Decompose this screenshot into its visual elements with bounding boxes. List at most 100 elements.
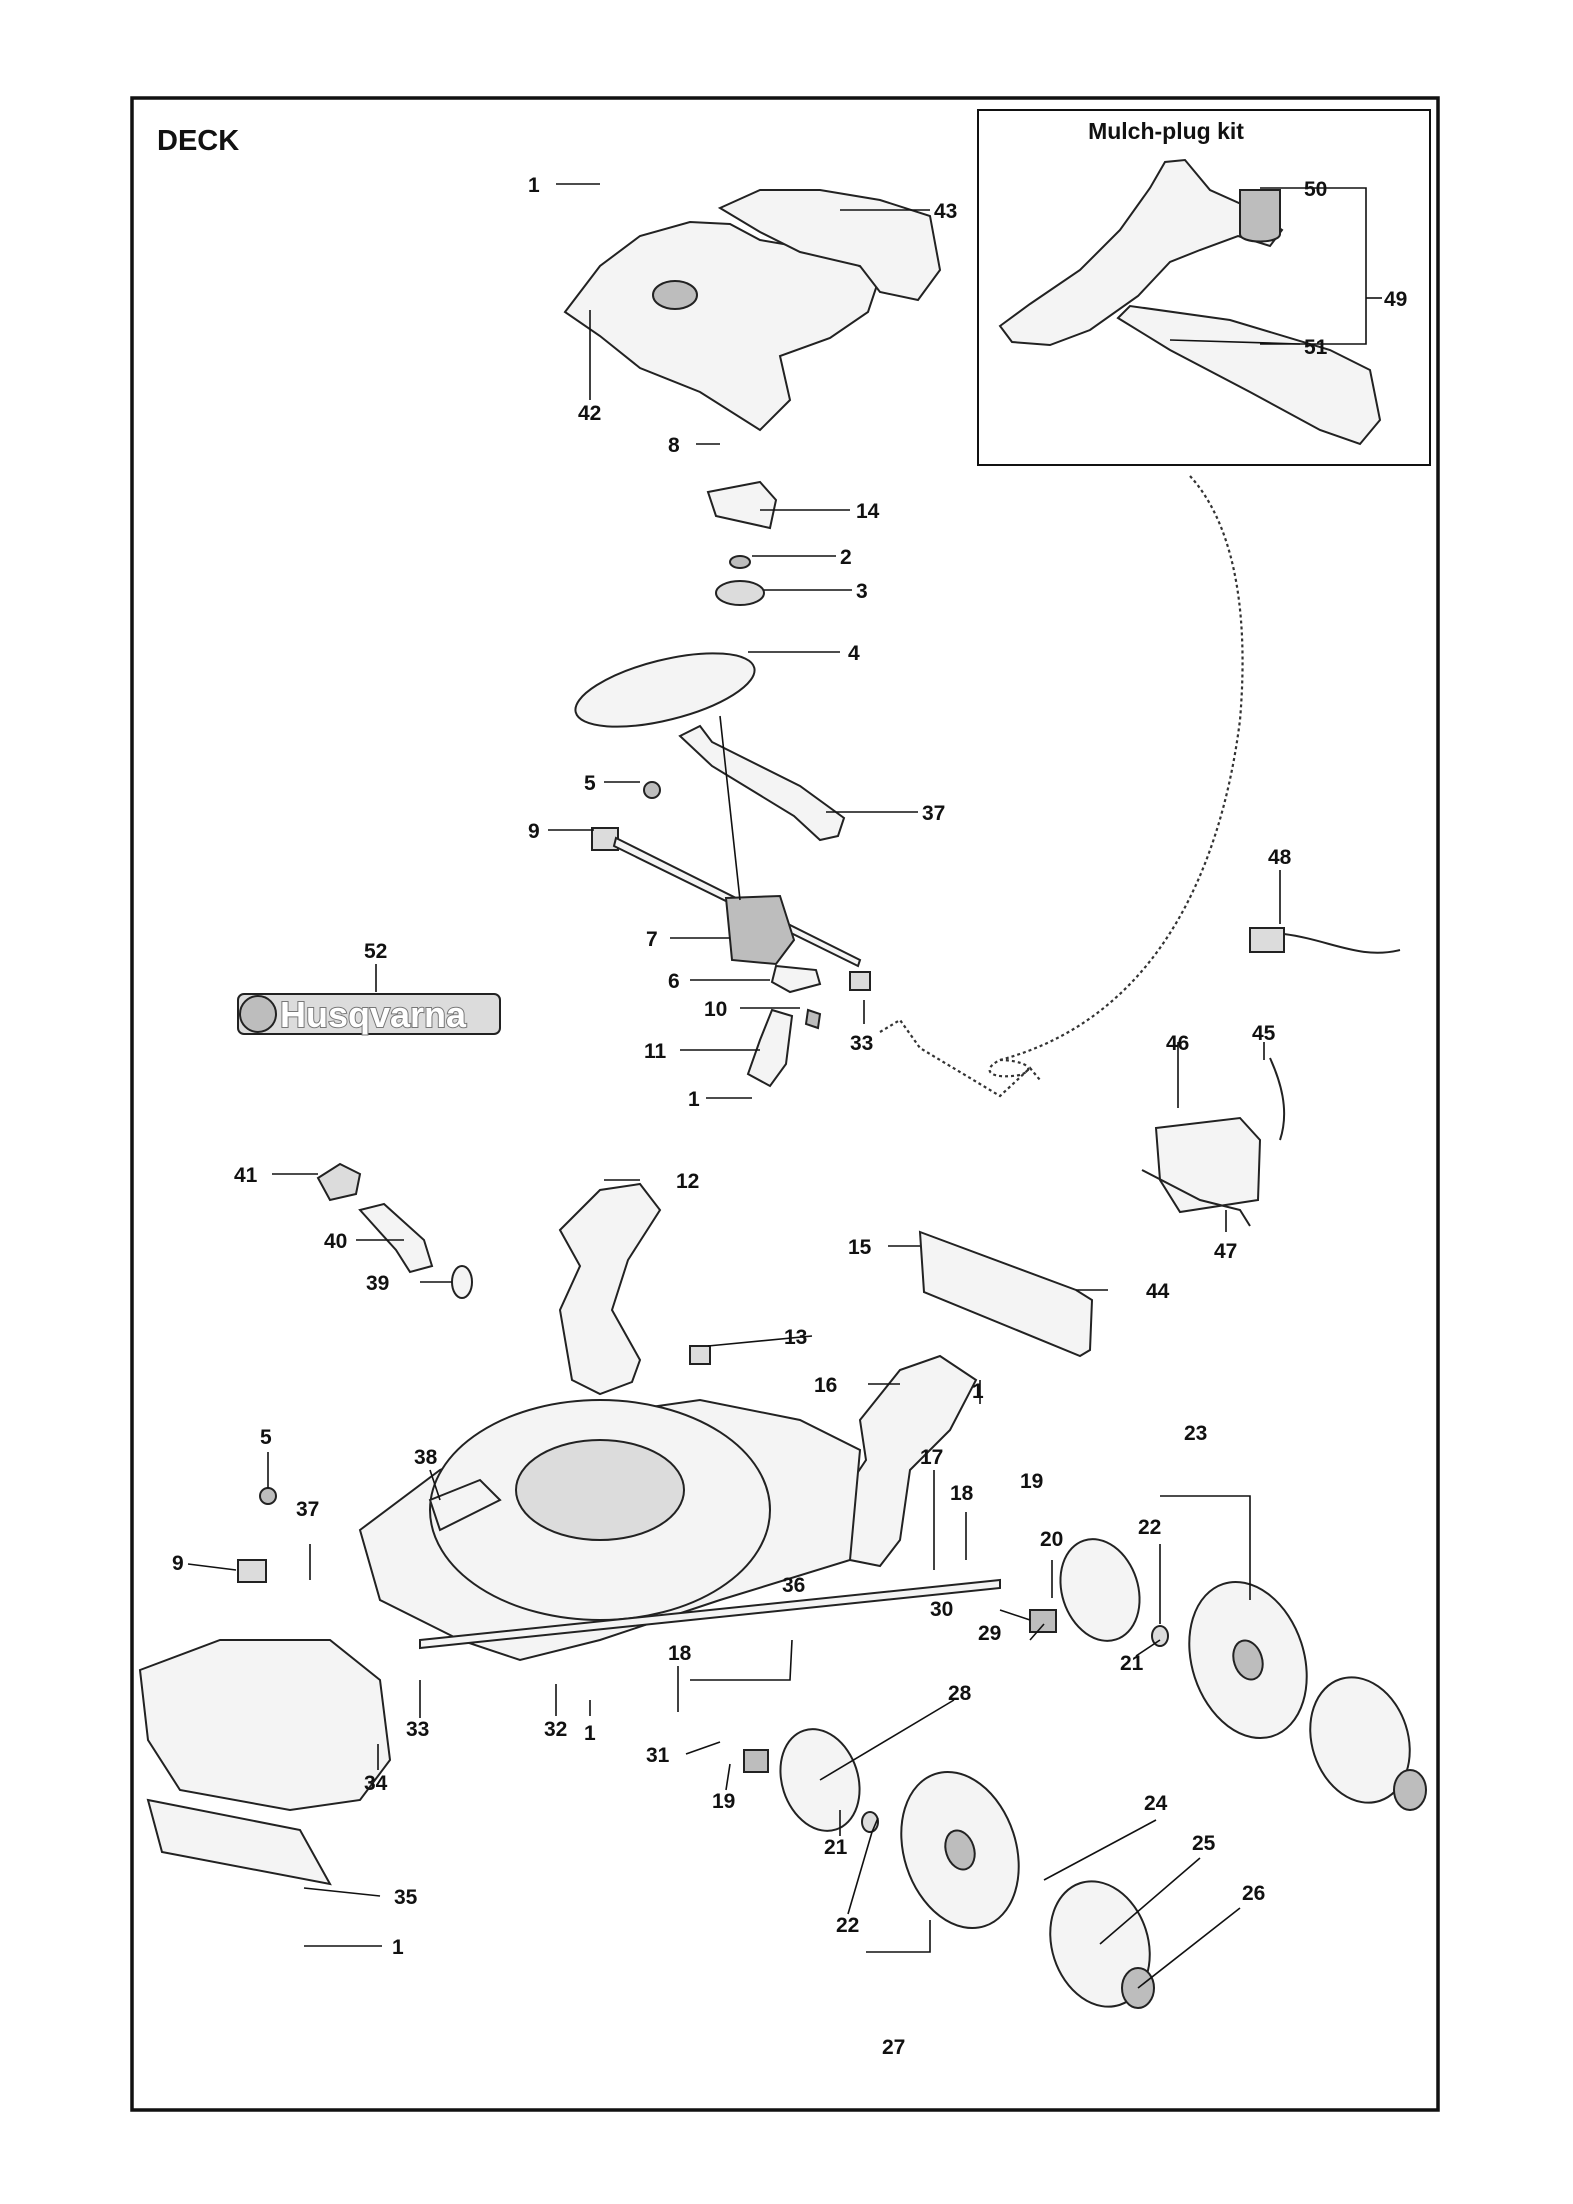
callout-1-b: 1 xyxy=(688,1088,700,1111)
callout-1-c: 1 xyxy=(972,1380,984,1403)
gearbox xyxy=(724,894,796,966)
control-cable xyxy=(988,475,1244,1078)
decal-plate xyxy=(237,993,501,1035)
battery-box xyxy=(1154,1116,1262,1214)
rear-flap xyxy=(146,1798,332,1886)
lever-arm xyxy=(746,1008,794,1088)
callout-51: 51 xyxy=(1304,336,1328,359)
battery-bracket xyxy=(1141,1169,1251,1227)
bushing-lower xyxy=(237,1559,267,1583)
callout-7: 7 xyxy=(646,928,658,951)
callout-18: 18 xyxy=(950,1482,974,1505)
callout-8: 8 xyxy=(668,434,680,457)
cable-lower xyxy=(879,1018,1041,1098)
callout-4: 4 xyxy=(848,642,860,665)
height-lever xyxy=(358,1202,434,1274)
callout-29: 29 xyxy=(978,1622,1001,1645)
callout-5-b: 5 xyxy=(260,1426,272,1449)
knob xyxy=(316,1162,362,1202)
callout-3: 3 xyxy=(856,580,868,603)
washer-upper xyxy=(1151,1625,1169,1647)
callout-24: 24 xyxy=(1144,1792,1168,1815)
callout-36: 36 xyxy=(782,1574,805,1597)
pulley xyxy=(715,580,765,606)
inset-frame xyxy=(977,109,1431,466)
callout-31: 31 xyxy=(646,1744,670,1767)
callout-47: 47 xyxy=(1214,1240,1237,1263)
callout-46: 46 xyxy=(1166,1032,1189,1055)
mulch-flap xyxy=(428,1478,502,1532)
leader-lines xyxy=(187,183,1382,1989)
callout-12: 12 xyxy=(676,1170,699,1193)
lever-ring xyxy=(451,1265,473,1299)
callout-17: 17 xyxy=(920,1446,943,1469)
bushing-upper xyxy=(591,827,619,851)
wheels xyxy=(743,1538,1427,2009)
callout-37: 37 xyxy=(922,802,945,825)
callout-28: 28 xyxy=(948,1682,972,1705)
decal-emblem-icon xyxy=(239,995,277,1033)
gearbox-bracket xyxy=(770,964,822,994)
callout-34: 34 xyxy=(364,1772,388,1795)
handle-parts xyxy=(316,1162,1094,1568)
callout-45: 45 xyxy=(1252,1022,1276,1045)
spring-small xyxy=(804,1008,822,1030)
callout-25: 25 xyxy=(1192,1832,1216,1855)
callout-22-b: 22 xyxy=(836,1914,859,1937)
callout-49: 49 xyxy=(1384,288,1407,311)
top-cover xyxy=(563,220,882,432)
callout-1: 1 xyxy=(528,174,540,197)
callout-52: 52 xyxy=(364,940,387,963)
callout-18-b: 18 xyxy=(668,1642,692,1665)
top-cover-assembly xyxy=(563,189,942,432)
husqvarna-decal: Husqvarna xyxy=(237,993,501,1036)
axle-lower xyxy=(419,1578,1001,1650)
callout-15: 15 xyxy=(848,1236,872,1259)
rear-guard xyxy=(138,1639,392,1812)
callout-23: 23 xyxy=(1184,1422,1207,1445)
callout-9: 9 xyxy=(528,820,540,843)
callout-33: 33 xyxy=(850,1032,873,1055)
height-adjuster-left xyxy=(558,1182,662,1396)
spring-upper xyxy=(643,781,661,799)
connector-wire xyxy=(1283,933,1401,954)
callout-labels: 1 43 42 50 49 51 8 14 2 3 4 5 37 9 48 52… xyxy=(172,174,1407,2059)
callout-13: 13 xyxy=(784,1326,807,1349)
inset-title: Mulch-plug kit xyxy=(1088,118,1244,144)
deck-body xyxy=(138,1398,1001,1886)
wheel-gear-upper xyxy=(1029,1609,1057,1633)
callout-10: 10 xyxy=(704,998,727,1021)
mulch-plug xyxy=(998,158,1284,347)
callout-32: 32 xyxy=(544,1718,567,1741)
callout-35: 35 xyxy=(394,1886,418,1909)
callout-19-b: 19 xyxy=(712,1790,735,1813)
page-title: DECK xyxy=(157,125,239,157)
callout-48: 48 xyxy=(1268,846,1292,869)
callout-19: 19 xyxy=(1020,1470,1043,1493)
page-frame xyxy=(130,96,1440,2112)
rear-bracket xyxy=(918,1230,1094,1358)
callout-44: 44 xyxy=(1146,1280,1170,1303)
callout-9-b: 9 xyxy=(172,1552,184,1575)
adjuster-nut xyxy=(689,1345,711,1365)
callout-42: 42 xyxy=(578,402,601,425)
drive-components xyxy=(574,480,871,1088)
wheel-lower-hub xyxy=(944,1829,976,1871)
callout-39: 39 xyxy=(366,1272,389,1295)
hubcap-upper xyxy=(1309,1676,1411,1804)
callout-14: 14 xyxy=(856,500,880,523)
mulch-plug-kit-inset: Mulch-plug kit xyxy=(977,109,1431,466)
bracket xyxy=(706,480,778,530)
callout-40: 40 xyxy=(324,1230,347,1253)
drive-belt xyxy=(574,652,756,728)
gear-cover-upper xyxy=(1059,1538,1141,1642)
callout-43: 43 xyxy=(934,200,957,223)
drive-arm xyxy=(678,724,846,842)
nut-upper xyxy=(849,971,871,991)
callout-16: 16 xyxy=(814,1374,837,1397)
battery-connector xyxy=(1249,927,1285,953)
callout-26: 26 xyxy=(1242,1882,1265,1905)
cable-assembly xyxy=(879,475,1401,1227)
blade xyxy=(1116,304,1382,446)
callout-33-b: 33 xyxy=(406,1718,429,1741)
